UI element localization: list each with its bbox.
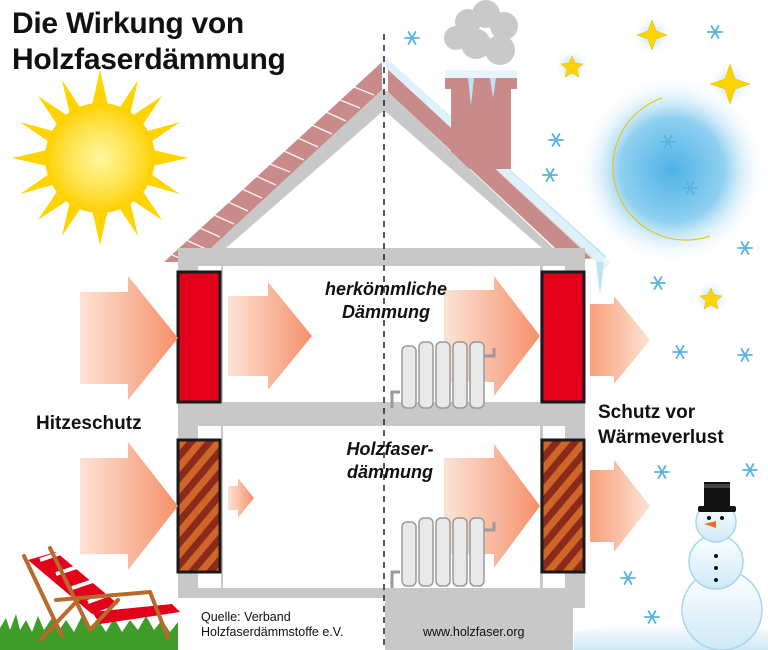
source-line-2: Holzfaserdämmstoffe e.V. xyxy=(201,625,344,639)
smoke-icon xyxy=(444,0,518,65)
label-woodfiber-line-1: Holzfaser- xyxy=(346,439,434,459)
radiator-icon xyxy=(390,517,496,588)
sun-icon xyxy=(12,70,188,245)
title-line-2: Holzfaserdämmung xyxy=(12,43,286,76)
heat-arrow xyxy=(80,442,178,570)
label-heat-loss-protection: Schutz vor Wärmeverlust xyxy=(598,400,724,450)
radiator-icon xyxy=(390,341,496,409)
grass xyxy=(0,614,200,650)
snowflake-icon xyxy=(660,135,676,149)
snowflake-icon xyxy=(542,168,558,182)
label-woodfiber-line-2: dämmung xyxy=(346,462,433,482)
heat-arrow xyxy=(228,282,312,390)
night-glow xyxy=(577,75,767,265)
snowflake-icon xyxy=(672,345,688,359)
woodfiber-insulation xyxy=(176,438,586,574)
source-line-1: Quelle: Verband xyxy=(201,610,291,624)
heat-arrow xyxy=(444,444,540,568)
star-icon xyxy=(693,280,729,316)
star-icon xyxy=(632,15,672,55)
website-link: www.holzfaser.org xyxy=(423,625,525,639)
heat-arrow xyxy=(80,276,178,400)
label-conventional-insulation: herkömmliche Dämmung xyxy=(306,278,466,324)
label-conventional-line-1: herkömmliche xyxy=(324,279,448,299)
heat-arrow xyxy=(590,296,650,384)
label-woodfiber-insulation: Holzfaser- dämmung xyxy=(320,438,460,484)
conventional-insulation xyxy=(176,270,586,404)
snowflake-icon xyxy=(650,276,666,290)
moon-icon xyxy=(612,97,711,241)
label-heat-protection: Hitzeschutz xyxy=(36,413,142,434)
snowflake-icon xyxy=(644,610,660,624)
page-title: Die Wirkung von Holzfaserdämmung xyxy=(12,6,286,78)
snowman-icon xyxy=(681,482,763,650)
snowflake-icon xyxy=(707,25,723,39)
snowflake-icon xyxy=(404,31,420,45)
deck-chair-icon xyxy=(22,546,180,642)
snowflake-icon xyxy=(737,348,753,362)
snowflake-icon xyxy=(654,465,670,479)
heat-arrows xyxy=(80,276,650,570)
title-line-1: Die Wirkung von xyxy=(12,7,244,40)
source-note: Quelle: Verband Holzfaserdämmstoffe e.V. xyxy=(201,610,343,640)
snowflake-icon xyxy=(620,571,636,585)
snowflake-icon xyxy=(742,463,758,477)
label-heat-loss-line-2: Wärmeverlust xyxy=(598,427,724,448)
heat-arrow xyxy=(444,276,540,396)
label-heat-loss-line-1: Schutz vor xyxy=(598,402,696,423)
heat-arrow xyxy=(590,460,650,552)
snowflake-icon xyxy=(737,241,753,255)
snowflake-icon xyxy=(682,181,698,195)
star-icon xyxy=(554,48,590,84)
label-conventional-line-2: Dämmung xyxy=(341,302,430,322)
snowflake-icon xyxy=(548,133,564,147)
chimney-icon xyxy=(445,70,517,169)
star-icon xyxy=(708,62,752,106)
heat-arrow xyxy=(228,478,254,518)
